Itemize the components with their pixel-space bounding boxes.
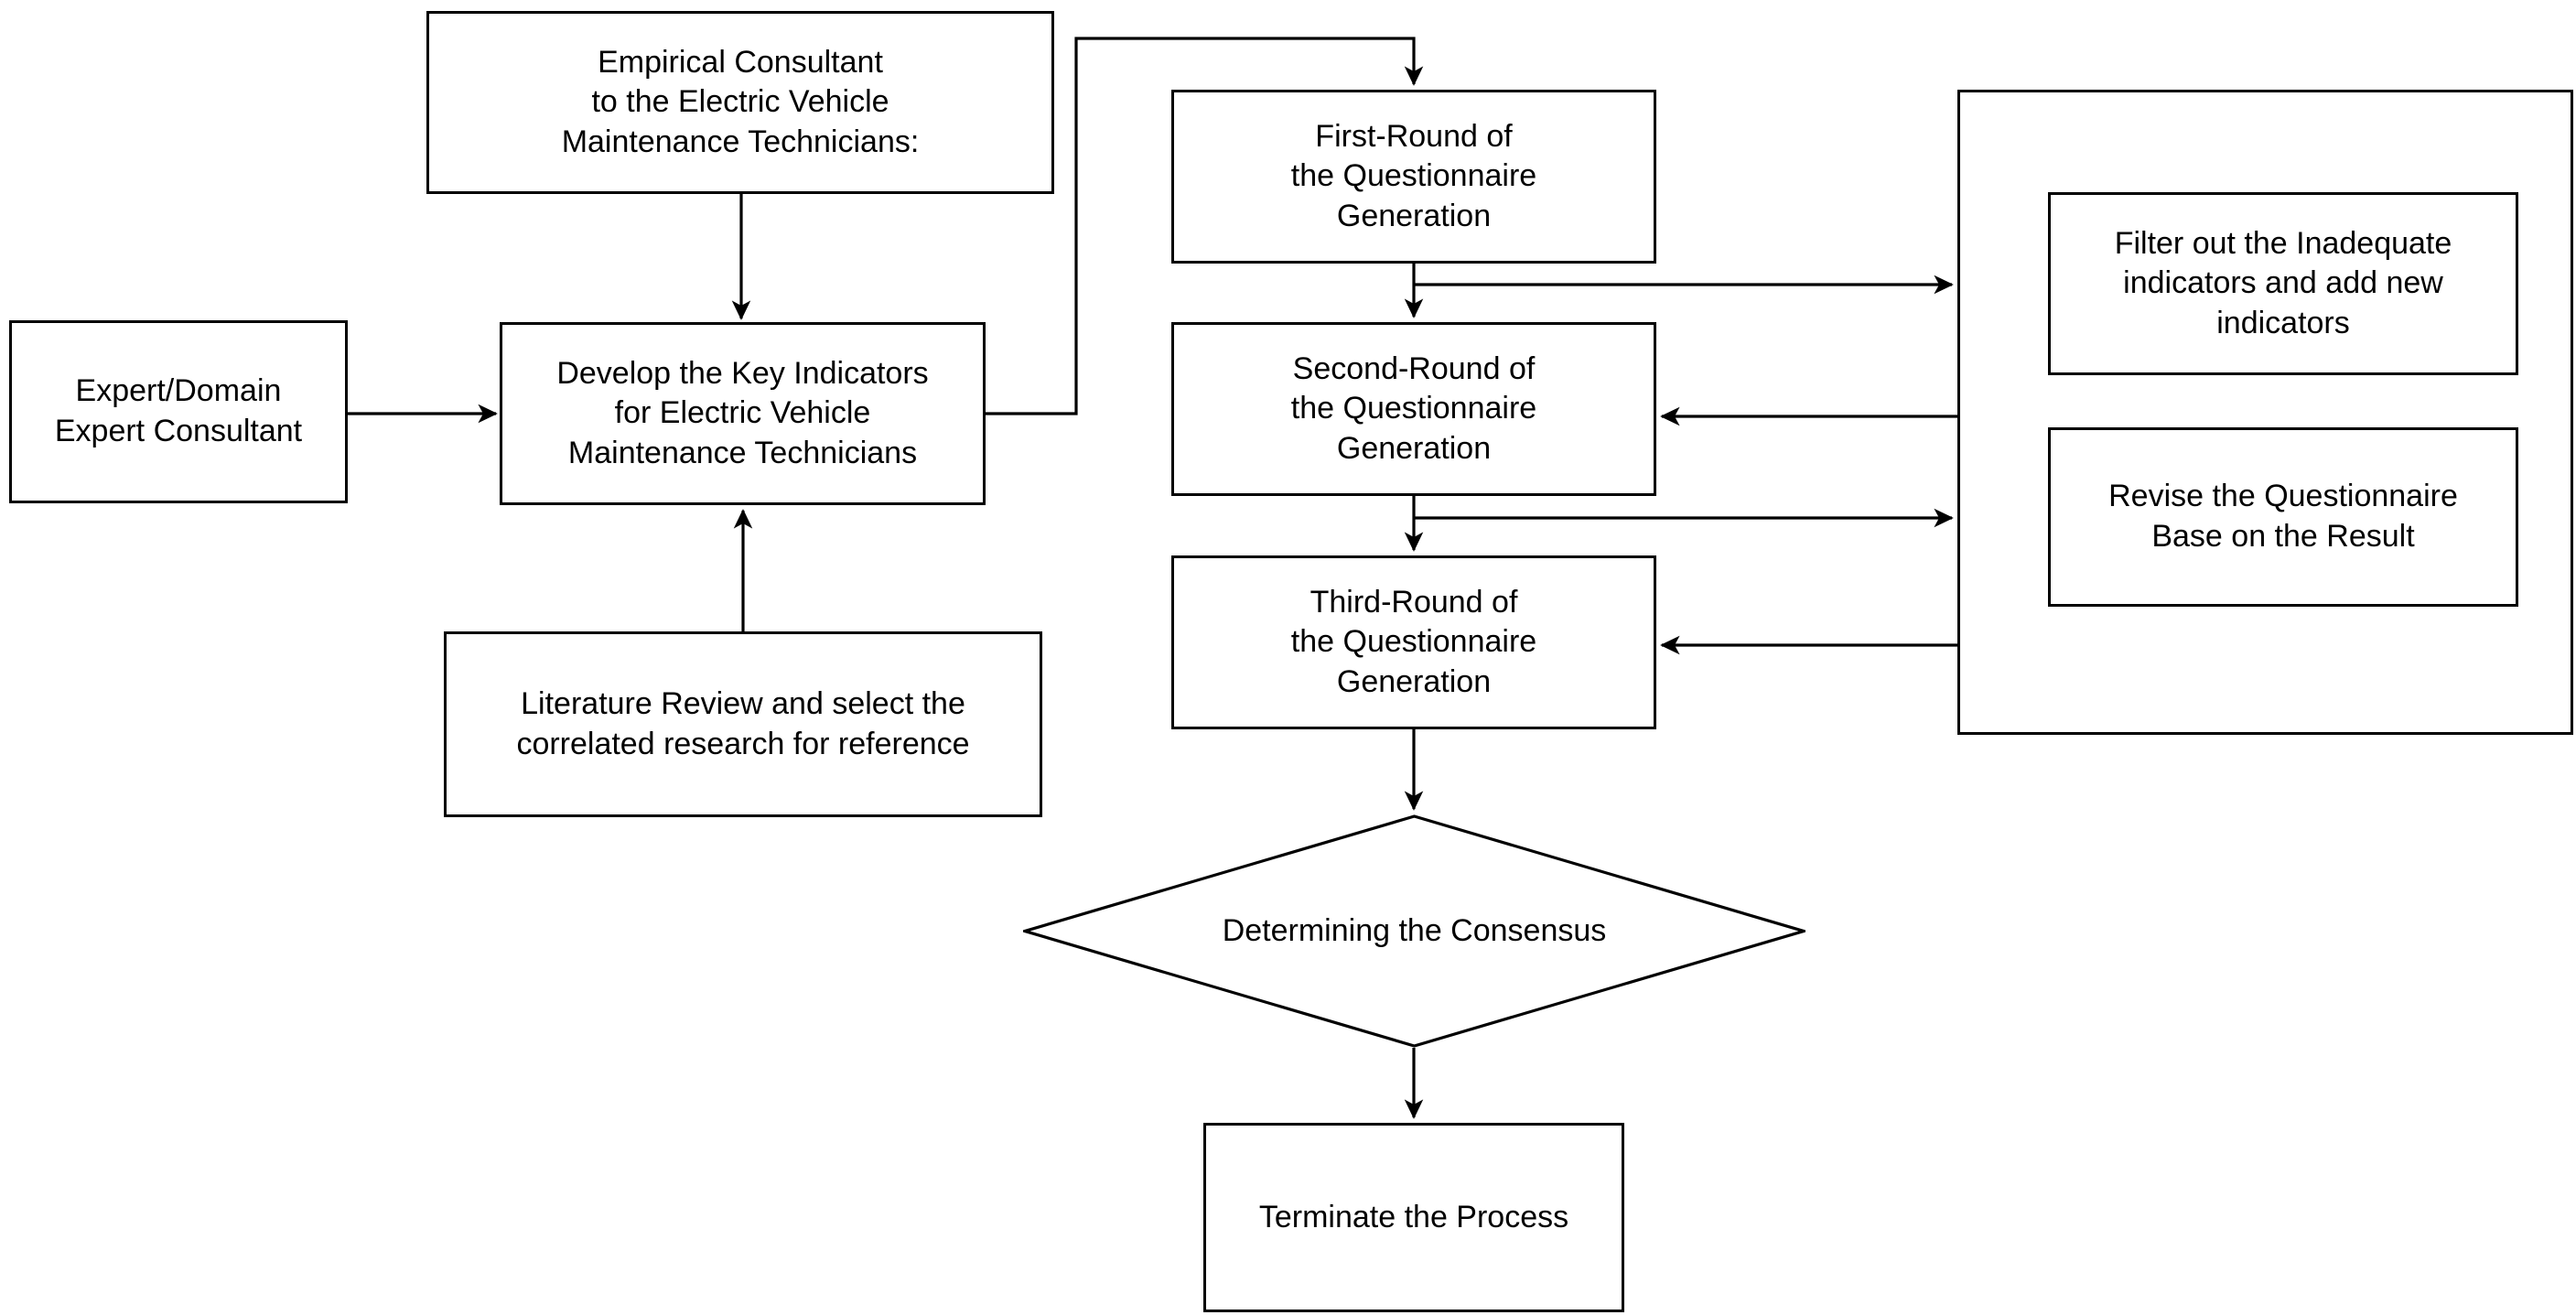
node-determining-consensus[interactable]: Determining the Consensus [1023,814,1805,1048]
node-revision-container [1957,90,2573,735]
node-literature-review[interactable]: Literature Review and select the correla… [444,631,1042,817]
node-label: Revise the Questionnaire Base on the Res… [2108,479,2458,554]
node-label: Literature Review and select the correla… [516,685,970,761]
node-label: Third-Round of the Questionnaire Generat… [1290,584,1537,699]
node-first-round-questionnaire[interactable]: First-Round of the Questionnaire Generat… [1171,90,1656,264]
node-empirical-consultant[interactable]: Empirical Consultant to the Electric Veh… [426,11,1054,194]
node-label: Empirical Consultant to the Electric Veh… [561,44,920,159]
diamond-shape [1023,814,1805,1048]
node-expert-domain-consultant[interactable]: Expert/Domain Expert Consultant [9,320,348,503]
node-third-round-questionnaire[interactable]: Third-Round of the Questionnaire Generat… [1171,555,1656,729]
node-develop-key-indicators[interactable]: Develop the Key Indicators for Electric … [500,322,986,505]
node-label: Expert/Domain Expert Consultant [54,373,303,448]
node-label: Determining the Consensus [1222,913,1607,948]
node-label: Terminate the Process [1258,1199,1569,1234]
node-second-round-questionnaire[interactable]: Second-Round of the Questionnaire Genera… [1171,322,1656,496]
node-terminate-process[interactable]: Terminate the Process [1203,1123,1624,1312]
node-label: Filter out the Inadequate indicators and… [2114,225,2452,340]
node-label: Develop the Key Indicators for Electric … [556,355,929,470]
node-label: First-Round of the Questionnaire Generat… [1290,118,1537,233]
node-filter-inadequate-indicators[interactable]: Filter out the Inadequate indicators and… [2048,192,2518,375]
node-revise-questionnaire[interactable]: Revise the Questionnaire Base on the Res… [2048,427,2518,607]
node-label: Second-Round of the Questionnaire Genera… [1290,350,1537,466]
